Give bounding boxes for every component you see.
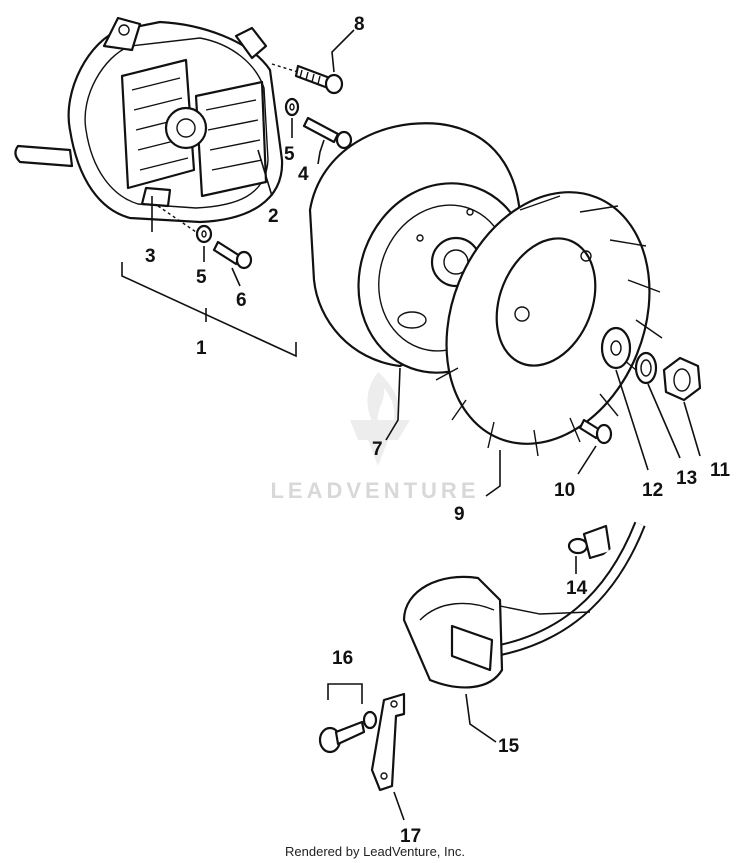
- watermark-logo: [350, 372, 410, 466]
- label-11: 11: [710, 460, 731, 481]
- leader-lines: [121, 29, 701, 821]
- washer-5-lower: [157, 205, 213, 244]
- watermark: LEADVENTURE: [270, 372, 479, 503]
- bracket-17: [370, 692, 406, 792]
- label-6: 6: [236, 290, 247, 311]
- washer-5-upper: [284, 97, 300, 117]
- label-12: 12: [642, 480, 663, 501]
- label-8: 8: [354, 14, 365, 35]
- cooling-fan: [435, 191, 663, 457]
- watermark-text: LEADVENTURE: [270, 478, 479, 503]
- label-17: 17: [400, 826, 421, 847]
- lock-washer-13: [634, 351, 658, 385]
- label-2: 2: [268, 206, 279, 227]
- label-9: 9: [454, 504, 465, 525]
- label-13: 13: [676, 468, 697, 489]
- screw-16: [318, 710, 378, 754]
- screw-10: [578, 418, 613, 445]
- nut-11: [662, 356, 702, 402]
- ignition-coil: [402, 521, 646, 689]
- label-7: 7: [372, 439, 383, 460]
- label-14: 14: [566, 578, 588, 599]
- screw-4: [302, 116, 353, 150]
- label-5b: 5: [196, 267, 207, 288]
- clamp-14: [567, 524, 612, 560]
- label-16: 16: [332, 648, 353, 669]
- stator-plate-assembly: [14, 16, 284, 224]
- screw-8: [271, 63, 344, 95]
- callout-labels: 1 2 3 4 5 5 6 7 8 9 10 11 12 13 14 15 16…: [145, 14, 731, 847]
- label-4: 4: [298, 164, 309, 185]
- label-15: 15: [498, 736, 520, 757]
- footer-credit: Rendered by LeadVenture, Inc.: [285, 844, 465, 859]
- label-10: 10: [554, 480, 575, 501]
- label-1: 1: [196, 338, 207, 359]
- label-3: 3: [145, 246, 156, 267]
- washer-12: [600, 326, 632, 370]
- screw-6: [212, 240, 253, 270]
- label-5a: 5: [284, 144, 295, 165]
